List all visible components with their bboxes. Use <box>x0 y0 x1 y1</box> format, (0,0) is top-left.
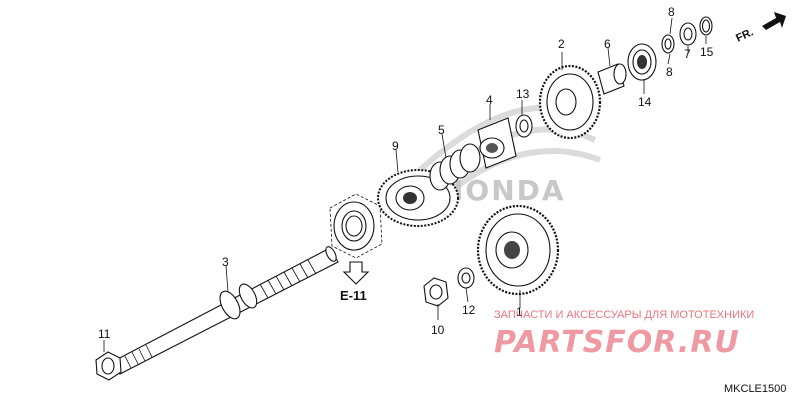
leader-lines <box>103 17 707 352</box>
washer-12 <box>457 267 475 289</box>
shim-8 <box>661 34 675 54</box>
callout-3: 3 <box>222 255 229 269</box>
arrow-right-icon <box>762 12 786 30</box>
callout-9: 9 <box>392 139 399 153</box>
nut-10 <box>423 277 449 307</box>
washer-13 <box>515 114 533 138</box>
callout-14: 14 <box>638 95 652 109</box>
callouts: 1 2 3 4 5 6 7 8 8 9 10 11 12 13 14 15 <box>98 5 714 341</box>
spring-5 <box>429 143 481 191</box>
callout-12: 12 <box>462 303 476 317</box>
collar-4 <box>477 117 517 169</box>
callout-8-top: 8 <box>668 5 675 19</box>
front-direction-indicator: FR. <box>734 12 786 45</box>
gear-2 <box>538 64 602 140</box>
watermark-tagline: ЗАПЧАСТИ И АКСЕССУАРЫ ДЛЯ МОТОТЕХНИКИ <box>494 309 754 321</box>
callout-8-bottom: 8 <box>666 65 673 79</box>
diagram-code: MKCLE1500 <box>724 383 786 395</box>
circlip-15 <box>699 16 713 36</box>
nut-11 <box>95 351 122 381</box>
callout-6: 6 <box>604 37 611 51</box>
gear-1 <box>476 204 560 296</box>
callout-5: 5 <box>438 123 445 137</box>
watermark-site: PARTSFOR.RU <box>494 325 740 360</box>
callout-4: 4 <box>486 93 493 107</box>
callout-11: 11 <box>98 327 111 341</box>
main-shaft <box>111 246 339 375</box>
callout-10: 10 <box>431 323 445 337</box>
honda-brand-text: HONDA <box>440 174 566 207</box>
callout-7: 7 <box>684 47 691 61</box>
bearing-14 <box>627 43 657 81</box>
reference-arrow <box>342 261 370 285</box>
callout-2: 2 <box>558 37 565 51</box>
callout-13: 13 <box>516 87 530 101</box>
collar-6 <box>597 63 627 95</box>
callout-15: 15 <box>700 45 714 59</box>
washer-7 <box>679 22 697 46</box>
bearing-reference <box>329 193 383 259</box>
reference-label-e11: E-11 <box>340 288 367 303</box>
callout-1: 1 <box>516 305 523 319</box>
direction-label: FR. <box>734 26 755 44</box>
